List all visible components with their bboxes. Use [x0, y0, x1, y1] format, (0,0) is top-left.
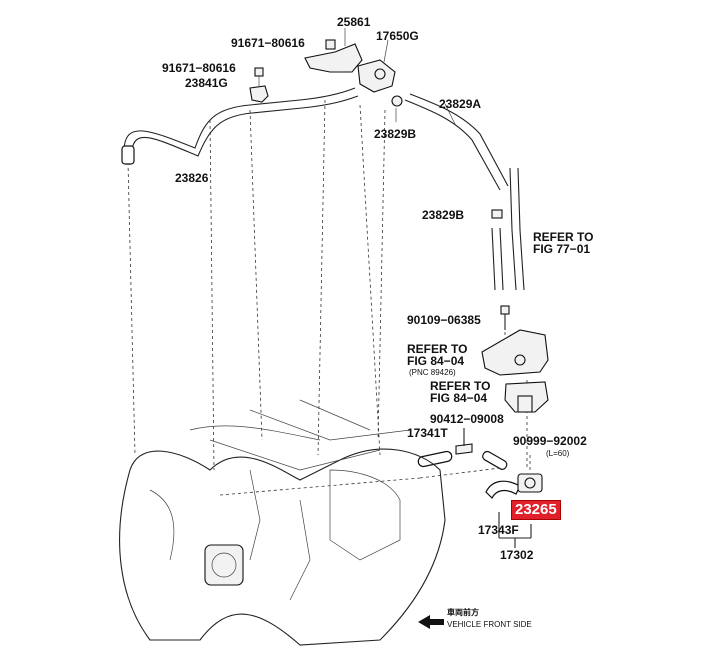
label-23829B-mid[interactable]: 23829B [422, 208, 465, 222]
bracket-25861 [304, 28, 363, 73]
pipes-right [491, 167, 525, 291]
label-17302[interactable]: 17302 [500, 548, 534, 562]
label-23829A[interactable]: 23829A [439, 97, 482, 111]
engine-outline [119, 399, 446, 646]
front-direction-arrow [418, 615, 444, 629]
hose-23829A [404, 93, 509, 191]
label-23829B-top[interactable]: 23829B [374, 127, 417, 141]
vsv-17650G [357, 39, 396, 93]
bracket-84-04-a [481, 329, 549, 376]
label-refer-77-line1[interactable]: REFER TO [533, 230, 594, 244]
label-17341T[interactable]: 17341T [407, 426, 448, 440]
guide-lines [127, 99, 531, 496]
label-23826[interactable]: 23826 [175, 171, 209, 185]
label-90412-09008[interactable]: 90412−09008 [430, 412, 504, 426]
label-17343F[interactable]: 17343F [478, 523, 519, 537]
hose-17341T [417, 450, 453, 468]
clip-23829B-top [391, 95, 403, 122]
bolt-90109 [500, 305, 510, 330]
direction-label-jp: 車両前方 [447, 608, 479, 617]
hose-23826 [121, 87, 359, 165]
bracket-84-04-b [504, 381, 549, 413]
label-length-60: (L=60) [546, 449, 570, 458]
label-refer-84b-line2[interactable]: FIG 84−04 [430, 391, 488, 405]
hose-90999 [482, 450, 508, 470]
hose-17343F [485, 480, 521, 500]
label-17650G[interactable]: 17650G [376, 29, 419, 43]
label-91671-80616-a[interactable]: 91671−80616 [231, 36, 305, 50]
label-refer-84b-line1[interactable]: REFER TO [430, 379, 491, 393]
label-91671-80616-b[interactable]: 91671−80616 [162, 61, 236, 75]
label-refer-77-line2[interactable]: FIG 77−01 [533, 242, 591, 256]
label-refer-84a-line2[interactable]: FIG 84−04 [407, 354, 465, 368]
label-refer-84a-line1[interactable]: REFER TO [407, 342, 468, 356]
direction-label-en: VEHICLE FRONT SIDE [447, 620, 532, 629]
label-23265-highlighted[interactable]: 23265 [511, 500, 561, 520]
label-23841G[interactable]: 23841G [185, 76, 228, 90]
label-25861[interactable]: 25861 [337, 15, 371, 29]
vsv-23265 [517, 473, 543, 493]
label-pnc-89426: (PNC 89426) [409, 368, 456, 377]
group-bracket-17302 [498, 512, 532, 548]
clip-23841G [249, 67, 269, 103]
tee-90412 [455, 428, 473, 455]
label-90109-06385[interactable]: 90109−06385 [407, 313, 481, 327]
label-90999-92002[interactable]: 90999−92002 [513, 434, 587, 448]
